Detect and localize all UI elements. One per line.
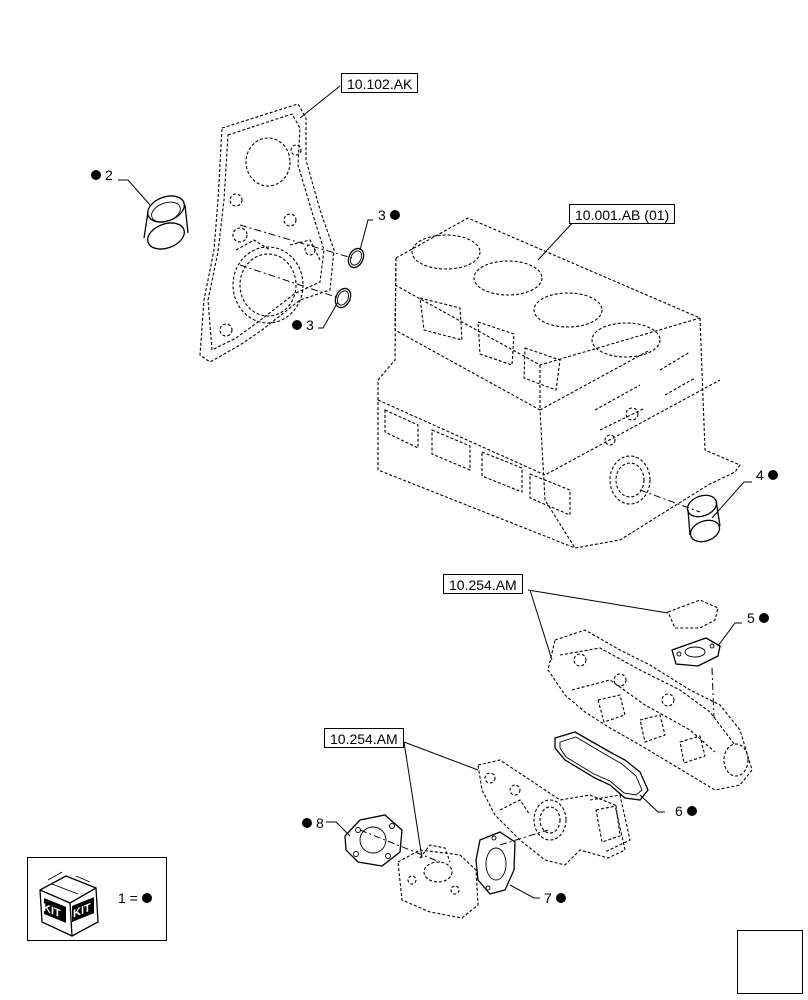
ref-label-timing-cover[interactable]: 10.102.AK xyxy=(341,73,419,93)
callout-7: 7 xyxy=(544,890,566,906)
front-crank-seal xyxy=(143,195,189,250)
manifold-centerline xyxy=(711,667,715,719)
kit-dot-icon xyxy=(302,818,312,828)
o-ring-centerlines xyxy=(239,224,353,299)
callout-number: 3 xyxy=(378,207,386,223)
gasket-5 xyxy=(671,637,721,667)
callout-number: 7 xyxy=(544,890,552,906)
kit-dot-icon xyxy=(767,470,778,480)
exhaust-elbow-phantom xyxy=(477,759,631,866)
kit-dot-icon xyxy=(389,210,400,220)
kit-dot-icon xyxy=(91,170,101,180)
rear-crank-seal xyxy=(639,489,721,543)
kit-box-icon xyxy=(39,871,99,937)
exhaust-manifold-phantom xyxy=(547,629,753,791)
next-page-button[interactable] xyxy=(737,930,803,994)
gasket-7 xyxy=(475,831,516,895)
turbo-adapter-phantom xyxy=(397,844,479,919)
kit-dot-icon xyxy=(758,613,769,623)
callout-number: 8 xyxy=(316,815,324,831)
callout-number: 2 xyxy=(105,167,113,183)
o-ring-upper xyxy=(347,247,365,269)
callout-8: 8 xyxy=(302,815,324,831)
ref-label-exhaust-elbow[interactable]: 10.254.AM xyxy=(324,728,404,748)
callout-number: 3 xyxy=(306,317,314,333)
kit-text-right: KIT xyxy=(73,901,91,921)
kit-dot-icon xyxy=(555,893,566,903)
gasket-8 xyxy=(344,814,403,867)
kit-text-left: KIT xyxy=(43,901,61,921)
callout-5: 5 xyxy=(747,610,769,626)
kit-equals-text: 1 = xyxy=(118,890,138,906)
engine-block-phantom xyxy=(377,217,741,549)
kit-dot-icon xyxy=(141,893,152,903)
kit-dot-icon xyxy=(292,320,302,330)
ref-label-exhaust-manifold[interactable]: 10.254.AM xyxy=(443,574,523,594)
callout-3-upper: 3 xyxy=(378,207,400,223)
kit-dot-icon xyxy=(686,806,697,816)
gasket-8-centerline xyxy=(359,829,441,863)
callout-6: 6 xyxy=(675,803,697,819)
callout-3-lower: 3 xyxy=(292,317,314,333)
flange-cover-phantom xyxy=(667,599,719,629)
ref-label-engine-block[interactable]: 10.001.AB (01) xyxy=(569,204,676,224)
callout-number: 5 xyxy=(747,610,755,626)
callout-number: 6 xyxy=(675,803,683,819)
callout-4: 4 xyxy=(756,467,778,483)
callout-number: 4 xyxy=(756,467,764,483)
kit-legend: 1 = xyxy=(118,890,152,906)
callout-2: 2 xyxy=(91,167,113,183)
gasket-6 xyxy=(554,731,649,801)
leader-lines xyxy=(118,85,752,899)
timing-cover-phantom xyxy=(199,103,335,363)
o-ring-lower xyxy=(334,287,352,309)
gasket-7-centerline xyxy=(499,829,549,846)
kit-legend-box: KIT KIT xyxy=(27,857,167,941)
